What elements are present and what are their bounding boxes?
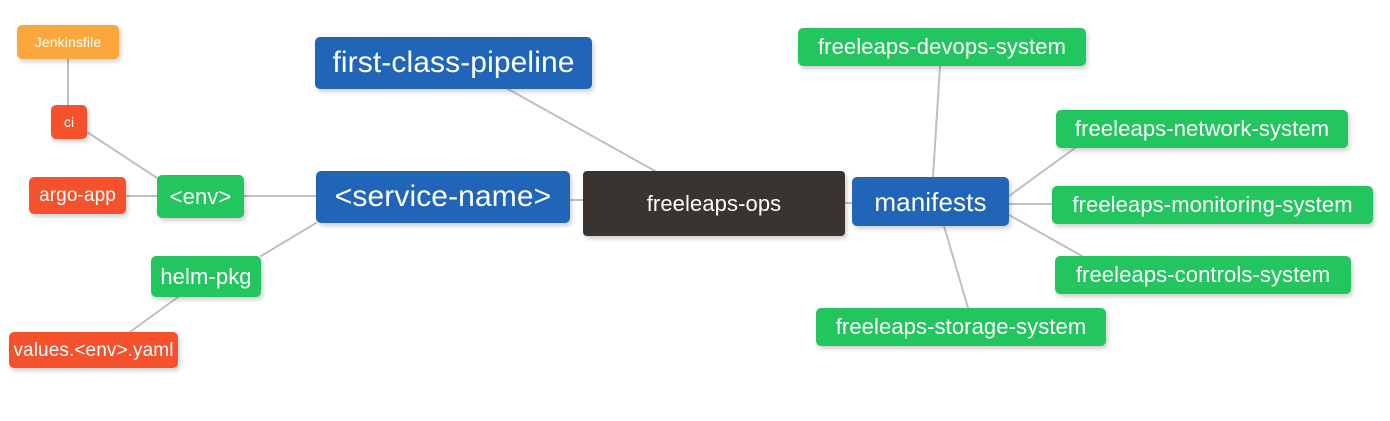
edge-service-name-to-helm-pkg — [260, 222, 317, 257]
mindmap-node-label: freeleaps-controls-system — [1075, 262, 1331, 287]
mindmap-node-label: <env> — [169, 183, 232, 209]
mindmap-node-label: argo-app — [39, 185, 116, 206]
mindmap-node-service-name[interactable]: <service-name> — [316, 171, 570, 223]
edge-manifests-to-freeleaps-devops-system — [932, 65, 941, 178]
mindmap-node-label: ci — [63, 114, 75, 130]
mindmap-node-label: freeleaps-storage-system — [835, 314, 1087, 339]
mindmap-node-jenkinsfile[interactable]: Jenkinsfile — [17, 25, 119, 59]
mindmap-node-freeleaps-ops[interactable]: freeleaps-ops — [583, 171, 845, 236]
mindmap-node-freeleaps-network-system[interactable]: freeleaps-network-system — [1056, 110, 1348, 148]
mindmap-node-label: freeleaps-devops-system — [817, 34, 1067, 59]
mindmap-node-label: manifests — [874, 186, 987, 217]
edge-helm-pkg-to-values-yaml — [129, 296, 179, 333]
mindmap-node-label: freeleaps-ops — [646, 190, 782, 216]
mindmap-node-manifests[interactable]: manifests — [852, 177, 1009, 226]
mindmap-node-label: Jenkinsfile — [34, 34, 102, 50]
mindmap-node-helm-pkg[interactable]: helm-pkg — [151, 256, 261, 297]
mindmap-node-freeleaps-storage-system[interactable]: freeleaps-storage-system — [816, 308, 1106, 346]
edge-manifests-to-freeleaps-storage-system — [943, 225, 969, 309]
mindmap-node-label: first-class-pipeline — [332, 46, 575, 79]
mindmap-node-env[interactable]: <env> — [157, 175, 244, 218]
mindmap-node-label: helm-pkg — [160, 263, 252, 289]
mindmap-node-argo-app[interactable]: argo-app — [29, 177, 126, 214]
mindmap-node-first-class-pipeline[interactable]: first-class-pipeline — [315, 37, 592, 89]
mindmap-node-freeleaps-controls-system[interactable]: freeleaps-controls-system — [1055, 256, 1351, 294]
mindmap-node-label: <service-name> — [334, 180, 552, 213]
mindmap-node-values-yaml[interactable]: values.<env>.yaml — [9, 332, 178, 368]
mindmap-node-freeleaps-devops-system[interactable]: freeleaps-devops-system — [798, 28, 1086, 66]
edge-ci-to-env — [86, 131, 158, 179]
mindmap-node-freeleaps-monitoring-system[interactable]: freeleaps-monitoring-system — [1052, 186, 1373, 224]
mindmap-node-ci[interactable]: ci — [51, 105, 87, 139]
mindmap-node-label: values.<env>.yaml — [13, 339, 174, 361]
edge-first-class-pipeline-to-freeleaps-ops — [507, 88, 656, 172]
mindmap-node-label: freeleaps-network-system — [1074, 116, 1330, 141]
mindmap-node-label: freeleaps-monitoring-system — [1072, 192, 1353, 217]
